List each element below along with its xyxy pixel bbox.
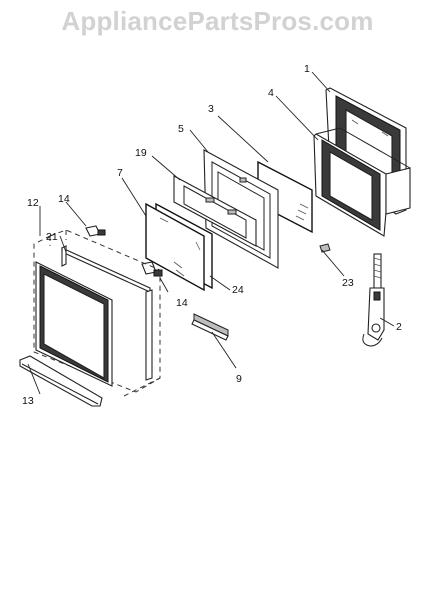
callout-2: 2 [396,321,402,333]
part-2-hinge [362,253,385,347]
callout-9: 9 [236,373,242,385]
callout-3: 3 [208,103,214,115]
callout-13: 13 [22,395,34,407]
callout-21: 21 [46,231,58,243]
callout-14-lower: 14 [176,297,188,309]
callout-labels: 1 2 3 4 5 7 9 12 13 14 14 19 21 23 24 [22,63,402,407]
leader-lines [27,71,395,395]
part-9-vent [191,313,229,341]
outer-door-panel [35,261,113,387]
part-12-door-assembly [33,229,161,397]
callout-7: 7 [117,167,123,179]
site-watermark: AppliancePartsPros.com [61,6,374,36]
callout-5: 5 [178,123,184,135]
callout-1: 1 [304,63,310,75]
part-7-glass-pack [145,202,205,292]
part-14-bracket-upper [85,225,106,237]
part-4-door-frame [313,127,411,237]
callout-23: 23 [342,277,354,289]
part-14-bracket-lower [141,261,163,277]
callout-12: 12 [27,197,39,209]
callout-24: 24 [232,284,244,296]
part-21-trim-strip [61,245,153,381]
callout-19: 19 [135,147,147,159]
part-23-clip [319,243,331,253]
callout-4: 4 [268,87,274,99]
part-13-handle [19,355,103,407]
callout-14-upper: 14 [58,193,70,205]
part-19-shield [173,175,257,247]
